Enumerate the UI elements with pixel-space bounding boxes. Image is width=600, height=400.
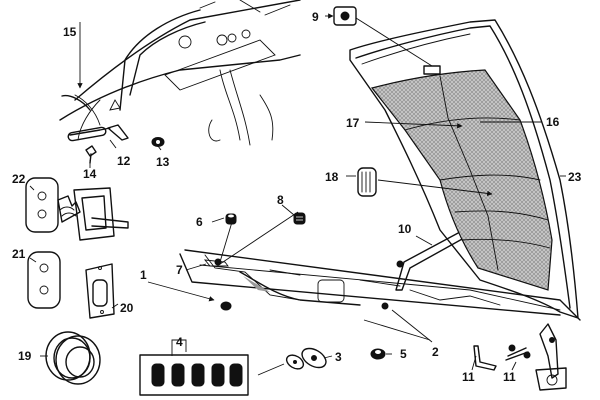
grommet-rings-part-19 (45, 331, 101, 385)
callout-labels: 1 2 3 4 5 6 7 8 9 10 11 11 12 13 14 15 1… (12, 10, 582, 384)
clips-set-part-4 (139, 354, 249, 396)
callout-8: 8 (277, 193, 284, 207)
hood-lock-assembly-part-22 (25, 177, 129, 241)
engine-compartment (179, 249, 581, 321)
callout-23: 23 (568, 170, 582, 184)
callout-2: 2 (432, 345, 439, 359)
hinge-washers-part-3 (285, 347, 327, 370)
callout-15: 15 (63, 25, 77, 39)
screw-part-14 (85, 145, 97, 164)
callout-11b: 11 (503, 370, 516, 384)
car-body-interior (59, 0, 301, 146)
callout-9: 9 (312, 10, 319, 24)
hood-prop-rod-part-10 (395, 231, 465, 291)
callout-11a: 11 (462, 370, 475, 384)
hood-release-handle (67, 94, 129, 142)
callout-6: 6 (196, 215, 203, 229)
callout-18: 18 (325, 170, 339, 184)
callout-4: 4 (176, 335, 183, 349)
hood-emblem-part-9 (333, 6, 357, 26)
callout-7: 7 (176, 263, 183, 277)
callout-14: 14 (83, 167, 97, 181)
rubber-pad-part-21 (27, 251, 61, 309)
callout-21: 21 (12, 247, 26, 261)
callout-5: 5 (400, 347, 407, 361)
callout-19: 19 (18, 349, 32, 363)
callout-22: 22 (12, 172, 26, 186)
callout-16: 16 (546, 115, 560, 129)
hood-mesh-grille-part-16 (370, 65, 553, 291)
grommet-part-5 (370, 348, 386, 360)
callout-10: 10 (398, 222, 412, 236)
callout-13: 13 (156, 155, 170, 169)
cable-clip-part-13 (151, 137, 165, 147)
lock-plate-part-20 (85, 263, 115, 319)
leader-lines (29, 13, 566, 376)
hood-bonnet-part-23 (349, 19, 579, 319)
hood-hinge-parts (473, 323, 567, 391)
callout-3: 3 (335, 350, 342, 364)
callout-17: 17 (346, 116, 360, 130)
callout-1: 1 (140, 268, 147, 282)
callout-12: 12 (117, 154, 131, 168)
rubber-stop-part-8 (293, 212, 306, 225)
rubber-stop-part-6 (225, 213, 237, 225)
callout-20: 20 (120, 301, 134, 315)
rubber-buffer-part-18 (357, 167, 377, 197)
